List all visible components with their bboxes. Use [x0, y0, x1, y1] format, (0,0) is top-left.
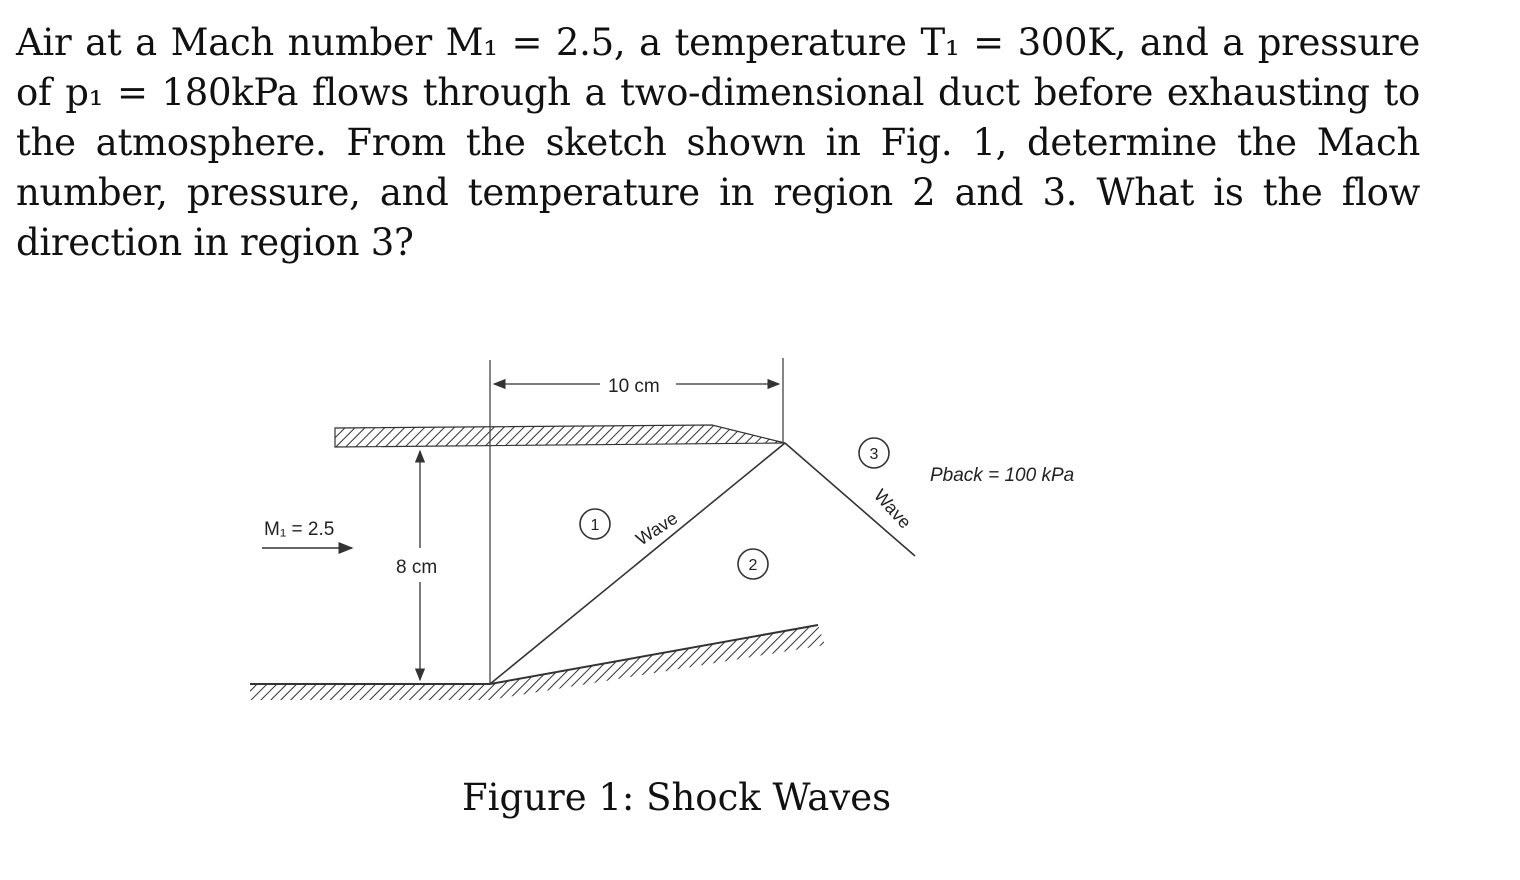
- region-3-marker: [858, 437, 890, 469]
- lower-wall-flat: [250, 684, 490, 700]
- shock-wave-label: Wave: [632, 508, 681, 549]
- region-1-marker: [579, 508, 611, 540]
- problem-text: Air at a Mach number M₁ = 2.5, a tempera…: [16, 21, 1420, 264]
- exit-wave: [784, 442, 916, 557]
- oblique-shock-wave: [489, 442, 786, 685]
- lower-wall-ramp: [490, 625, 825, 700]
- back-pressure-label: Pback = 100 kPa: [930, 465, 1074, 486]
- problem-statement: Air at a Mach number M₁ = 2.5, a tempera…: [16, 18, 1420, 268]
- inlet-mach-label: M₁ = 2.5: [264, 519, 334, 540]
- lower-wall-ramp-line: [489, 624, 819, 685]
- height-dimension-label: 8 cm: [396, 557, 437, 578]
- width-dimension-label: 10 cm: [608, 376, 660, 397]
- region-1-label: 1: [591, 517, 600, 534]
- region-3-label: 3: [870, 446, 879, 463]
- figure-caption: Figure 1: Shock Waves: [462, 776, 892, 819]
- exit-wave-label: Wave: [870, 485, 915, 532]
- upper-wall: [334, 424, 786, 448]
- region-2-label: 2: [749, 557, 758, 574]
- region-2-marker: [737, 548, 769, 580]
